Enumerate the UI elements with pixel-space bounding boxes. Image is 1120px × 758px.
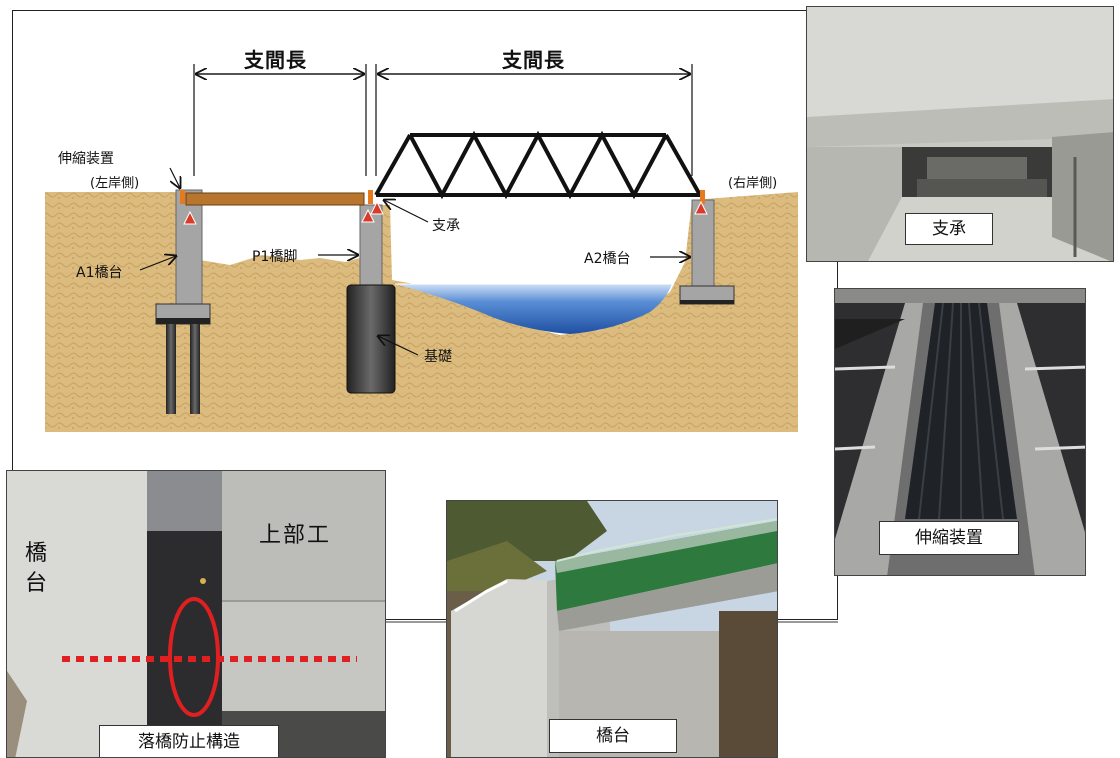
left-bank-label: (左岸側) [90,176,140,191]
expansion-joint-marker [700,190,705,204]
girder-span [185,192,365,206]
right-bank-label: (右岸側) [728,176,778,191]
expansion-joint-marker [180,190,185,204]
span-length-label-right: 支間長 [502,48,565,72]
truss-span [374,130,702,200]
highlight-ellipse [168,597,220,717]
span-length-label-left: 支間長 [244,48,307,72]
p1-pier-label: P1橋脚 [252,249,298,265]
a2-abutment-label: A2橋台 [584,251,631,267]
a1-pile [166,324,176,414]
a1-abutment [175,189,203,309]
river-water [395,284,672,334]
ground-soil [45,192,798,432]
expansion-joint-photo: 伸縮装置 [834,288,1086,576]
abutment-photo: 橋台 [446,500,778,758]
fall-prevention-photo-caption: 落橋防止構造 [99,725,279,757]
abutment-photo-image [447,501,777,757]
foundation-label: 基礎 [424,349,452,365]
bearing-photo: 支承 [806,6,1114,262]
bearing-marker [694,200,708,215]
a1-pile [190,324,200,414]
expansion-joint-photo-caption: 伸縮装置 [879,521,1019,555]
expansion-joint-label: 伸縮装置 [58,151,114,167]
fall-prevention-photo: 橋 台 上部工 落橋防止構造 [6,470,386,758]
expansion-joint-marker [368,190,373,204]
a1-abutment-label: A1橋台 [76,265,123,281]
superstructure-label: 上部工 [259,523,332,548]
p1-foundation-caisson [346,284,396,394]
abutment-photo-caption: 橋台 [549,719,677,753]
bearing-photo-caption: 支承 [905,213,993,245]
bearing-marker [361,208,375,223]
bearing-marker [183,210,197,225]
fall-prevention-photo-image [7,471,385,757]
abutment-label: 橋 台 [25,541,48,596]
bearing-marker [370,200,384,215]
bearing-label: 支承 [432,218,460,234]
